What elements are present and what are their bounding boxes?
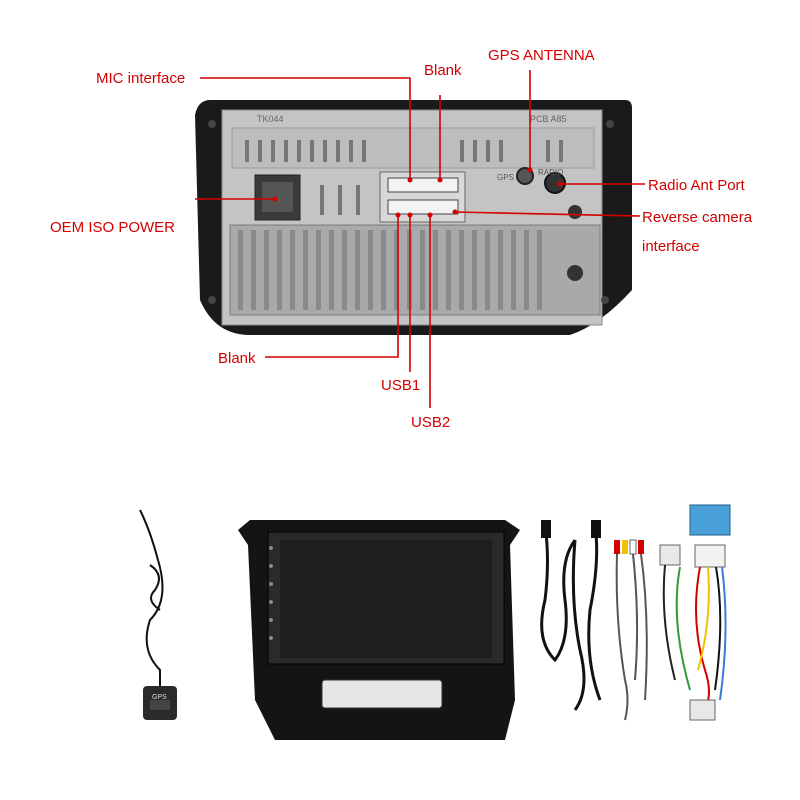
- label-usb2: USB2: [411, 414, 451, 431]
- label-reverse-camera-line2: interface: [642, 238, 700, 255]
- unit-top-right-mark: PCB A85: [530, 114, 567, 124]
- usb-camera-connectors: [387, 199, 459, 215]
- unit-model-code: TK044: [257, 114, 284, 124]
- vent-slots-top: [245, 140, 563, 162]
- gps-port-marking: GPS: [497, 173, 514, 182]
- gps-puck-label: GPS: [152, 694, 167, 701]
- callout-dots: [272, 167, 563, 218]
- callout-lines: [195, 70, 645, 408]
- label-reverse-camera: Reverse camera: [642, 209, 753, 226]
- usb-cables: [540, 524, 602, 711]
- label-usb1: USB1: [381, 377, 421, 394]
- side-buttons: [269, 546, 273, 640]
- label-gps-antenna: GPS ANTENNA: [488, 47, 595, 64]
- rca-harness: [614, 539, 648, 721]
- label-mic-interface: MIC interface: [96, 70, 186, 87]
- screw-hole: [567, 265, 583, 281]
- heatsink: [229, 224, 601, 316]
- radio-port-marking: RADIO: [538, 168, 564, 177]
- lower-trim-slot: [321, 679, 443, 709]
- mic-blank-connectors: [387, 177, 459, 193]
- label-blank-top: Blank: [424, 62, 462, 79]
- label-blank-bottom: Blank: [218, 350, 256, 367]
- gps-antenna-accessory: [139, 509, 177, 720]
- radio-port: [544, 172, 566, 194]
- screw-hole: [568, 205, 582, 219]
- label-oem-iso-power: OEM ISO POWER: [50, 219, 176, 236]
- label-radio-ant-port: Radio Ant Port: [648, 177, 745, 194]
- power-harness: [659, 504, 731, 721]
